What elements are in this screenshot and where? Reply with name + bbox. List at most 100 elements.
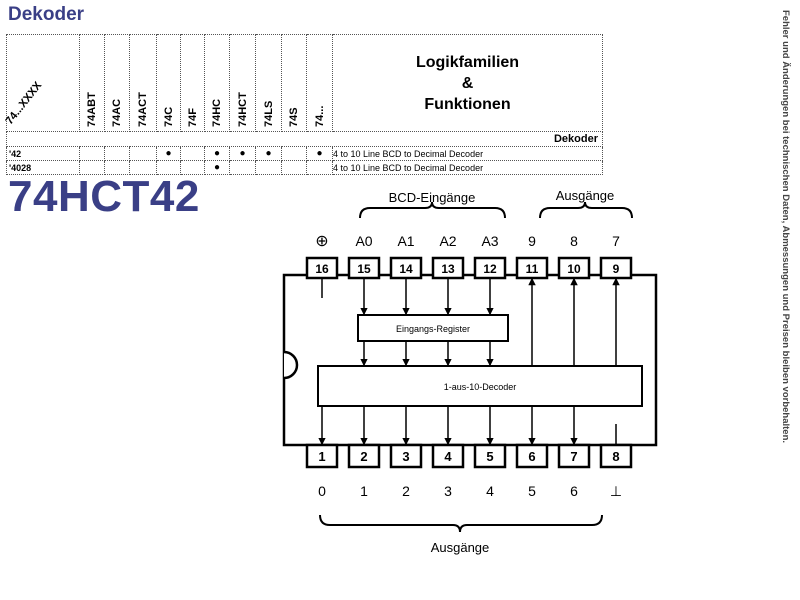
function-header-line: Funktionen	[424, 95, 511, 113]
pin-number: 7	[570, 449, 577, 464]
pin-box	[599, 443, 633, 469]
type-header-cell: 74...XXXX	[3, 34, 80, 132]
pin-number: 8	[612, 449, 619, 464]
family-header: 74C	[162, 106, 175, 127]
family-header-cell: 74C	[156, 34, 181, 132]
pin-number: 13	[441, 262, 455, 276]
mark-cell: ●	[156, 146, 181, 161]
mark-cell	[129, 146, 157, 161]
pin-number: 11	[526, 262, 539, 276]
pin-number: 2	[360, 449, 367, 464]
input-register-label: Eingangs-Register	[396, 324, 470, 334]
pin-number: 10	[567, 262, 581, 276]
description-cell: 4 to 10 Line BCD to Decimal Decoder	[332, 146, 603, 161]
family-mark: ●	[265, 147, 272, 159]
family-header: 74...	[313, 105, 326, 127]
pin-label: A3	[481, 233, 498, 249]
description-cell: 4 to 10 Line BCD to Decimal Decoder	[332, 160, 603, 175]
family-header: 74ACT	[137, 92, 149, 127]
pinout-diagram: BCD-Eingänge Ausgänge Eingangs-Register …	[282, 188, 658, 555]
type-header: 74...XXXX	[3, 79, 45, 127]
pin-label: 0	[318, 483, 326, 499]
family-header: 74AC	[111, 98, 123, 127]
mark-cell	[79, 146, 105, 161]
pin-label: 8	[570, 233, 578, 249]
pin-label: 6	[570, 483, 578, 499]
pin-label: A0	[355, 233, 372, 249]
page-title: Dekoder	[8, 4, 85, 25]
family-header: 74S	[288, 107, 300, 127]
decoder-block	[317, 365, 643, 407]
internal-wiring	[318, 277, 620, 446]
part-number: 74HCT42	[8, 172, 200, 221]
pin-label: ⊥	[610, 483, 622, 499]
family-mark: ●	[165, 147, 172, 159]
family-header-cell: 74F	[180, 34, 205, 132]
family-header-cell: 74ABT	[79, 34, 105, 132]
top-outputs-brace	[539, 201, 633, 219]
family-mark: ●	[316, 147, 323, 159]
family-header: 74F	[186, 108, 199, 127]
family-mark: ●	[213, 147, 221, 159]
pin-number: 3	[402, 449, 409, 464]
pin-label: 7	[612, 233, 620, 249]
pin-label: 4	[486, 483, 494, 499]
pin-number: 4	[444, 449, 452, 464]
family-header-cell: 74HCT	[229, 34, 256, 132]
type-cell: '42	[6, 146, 80, 161]
function-header-line: &	[461, 74, 474, 92]
family-header-cell: 74AC	[104, 34, 130, 132]
pin-number: 5	[486, 449, 493, 464]
mark-cell	[281, 160, 307, 175]
input-register-block	[357, 314, 509, 342]
family-mark: ●	[239, 147, 246, 159]
mark-cell: ●	[229, 146, 256, 161]
mark-cell	[281, 146, 307, 161]
mark-cell	[229, 160, 256, 175]
chip-notch	[283, 350, 299, 380]
mark-cell	[255, 160, 282, 175]
function-header: Logikfamilien & Funktionen	[332, 34, 603, 132]
family-header-cell: 74S	[281, 34, 307, 132]
pin-label: 1	[360, 483, 368, 499]
family-header: 74ABT	[86, 92, 98, 127]
mark-cell: ●	[306, 146, 333, 161]
family-header: 74LS	[262, 100, 275, 127]
mark-cell: ●	[204, 146, 230, 161]
mark-cell	[306, 160, 333, 175]
pin-label: 5	[528, 483, 536, 499]
pin-label: 2	[402, 483, 410, 499]
family-mark: ●	[213, 161, 221, 173]
bottom-outputs-brace	[319, 514, 603, 533]
bcd-inputs-label: BCD-Eingänge	[389, 190, 476, 205]
family-header: 74HCT	[236, 92, 249, 127]
decoder-label: 1-aus-10-Decoder	[444, 382, 517, 392]
disclaimer-text: Fehler und Änderungen bei technischen Da…	[780, 10, 791, 444]
pin-label: 3	[444, 483, 452, 499]
type-cell: '4028	[6, 160, 80, 175]
family-header-cell: 74HC	[204, 34, 230, 132]
section-label: Dekoder	[6, 131, 603, 147]
pin-label: ⊕	[315, 233, 328, 250]
family-header: 74HC	[211, 98, 223, 127]
chip-body	[282, 273, 658, 447]
pin-number: 9	[613, 262, 620, 276]
family-header-cell: 74...	[306, 34, 333, 132]
pin-number: 6	[528, 449, 535, 464]
pin-label: A1	[397, 233, 414, 249]
logic-family-table: 74...XXXX 74ABT 74AC 74ACT 74C 74F 74HC …	[3, 34, 603, 175]
mark-cell: ●	[204, 160, 230, 175]
mark-cell: ●	[255, 146, 282, 161]
bottom-outputs-label: Ausgänge	[431, 540, 490, 555]
family-header-cell: 74ACT	[129, 34, 157, 132]
pin-number: 12	[483, 262, 497, 276]
pin-number: 16	[315, 262, 329, 276]
function-header-line: Logikfamilien	[415, 53, 520, 71]
family-header-cell: 74LS	[255, 34, 282, 132]
bcd-inputs-brace	[359, 201, 506, 219]
top-outputs-label: Ausgänge	[556, 188, 615, 203]
pin-label: 9	[528, 233, 536, 249]
mark-cell	[180, 146, 205, 161]
